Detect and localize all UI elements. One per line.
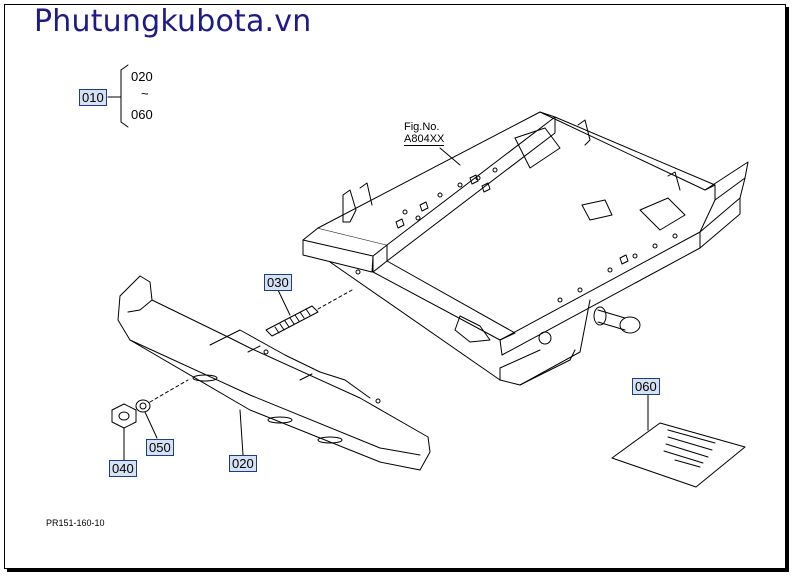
watermark: Phutungkubota.vn — [34, 4, 312, 39]
range-label-010[interactable]: 010 — [79, 89, 107, 106]
part-050-drawing — [135, 379, 189, 439]
part-040-label[interactable]: 040 — [109, 460, 137, 477]
part-020-label[interactable]: 020 — [229, 455, 257, 472]
range-to: 060 — [131, 107, 153, 122]
frame-assembly — [302, 111, 749, 386]
range-separator: ~ — [141, 86, 149, 101]
part-060-label[interactable]: 060 — [632, 378, 660, 395]
fig-ref-line2: A804XX — [404, 133, 445, 146]
fig-ref[interactable]: Fig.No. A804XX — [404, 121, 445, 146]
range-bracket — [107, 64, 129, 128]
fig-ref-leader — [439, 147, 461, 166]
part-040-drawing — [111, 403, 137, 461]
part-030-label[interactable]: 030 — [264, 274, 292, 291]
part-060-drawing — [611, 392, 746, 488]
diagram-code: PR151-160-10 — [46, 518, 105, 528]
range-from: 020 — [131, 69, 153, 84]
part-050-label[interactable]: 050 — [146, 439, 174, 456]
part-020-drawing — [117, 275, 431, 471]
fig-ref-line1: Fig.No. — [404, 121, 440, 133]
part-030-drawing — [265, 289, 353, 337]
